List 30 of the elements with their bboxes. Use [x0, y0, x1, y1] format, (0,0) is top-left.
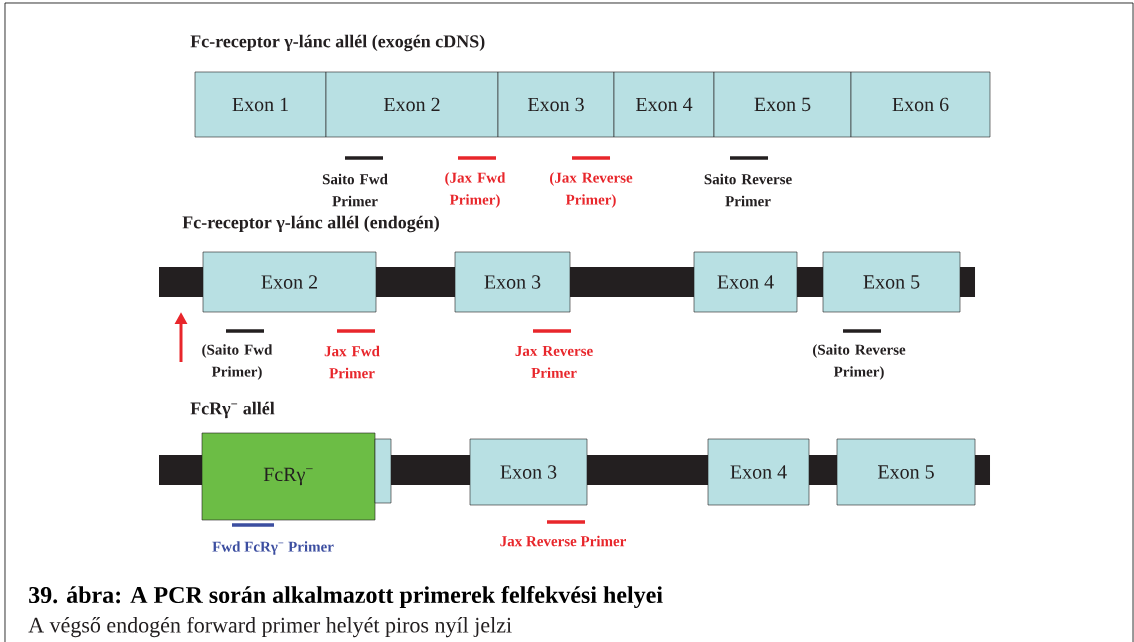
primer-label: (Jax Fwd Primer)	[445, 172, 506, 208]
exon-box: Exon 6	[850, 71, 991, 138]
exon-box: Exon 3	[454, 251, 571, 313]
primer-label: Saito Reverse Primer	[704, 173, 792, 207]
allele-heading: Fc-receptor γ-lánc allél (exogén cDNS)	[190, 34, 485, 52]
primer-label: (Saito Reverse Primer)	[813, 344, 906, 380]
primer-label: Jax Reverse Primer	[500, 535, 626, 547]
caption-note: A végső endogén forward primer helyét piros nyíl jelzi	[28, 616, 512, 638]
primer-label: (Saito Fwd Primer)	[202, 344, 273, 380]
primer-label: (Jax Reverse Primer)	[550, 172, 633, 208]
exon-box: Exon 1	[194, 71, 327, 138]
primer-label: Jax Fwd Primer	[324, 345, 380, 379]
exon-box: Exon 5	[836, 438, 976, 506]
exon-box: Exon 3	[469, 438, 588, 506]
exon-box: Exon 4	[693, 251, 798, 313]
exon-box: Exon 2	[325, 71, 499, 138]
exon-box: Exon 5	[713, 71, 852, 138]
primer-label: Saito Fwd Primer	[322, 173, 388, 207]
primer-label: Fwd FcRγ$^{−}$ Primer	[212, 541, 334, 555]
exon-box	[374, 438, 392, 504]
figure-caption: 39. ábra: A PCR során alkalmazott primerek felfekvési helyei	[29, 586, 663, 609]
allele-heading: FcRγ$^{−}$ allél	[190, 401, 275, 419]
cassette-box: FcRγ$^{−}$	[201, 432, 376, 521]
exon-box: Exon 2	[202, 251, 377, 313]
allele-heading: Fc-receptor γ-lánc allél (endogén)	[182, 215, 439, 233]
exon-box: Exon 4	[707, 438, 810, 506]
primer-label: Jax Reverse Primer	[515, 346, 593, 378]
exon-box: Exon 5	[822, 251, 961, 313]
exon-box: Exon 3	[497, 71, 615, 138]
exon-box: Exon 4	[613, 71, 715, 138]
